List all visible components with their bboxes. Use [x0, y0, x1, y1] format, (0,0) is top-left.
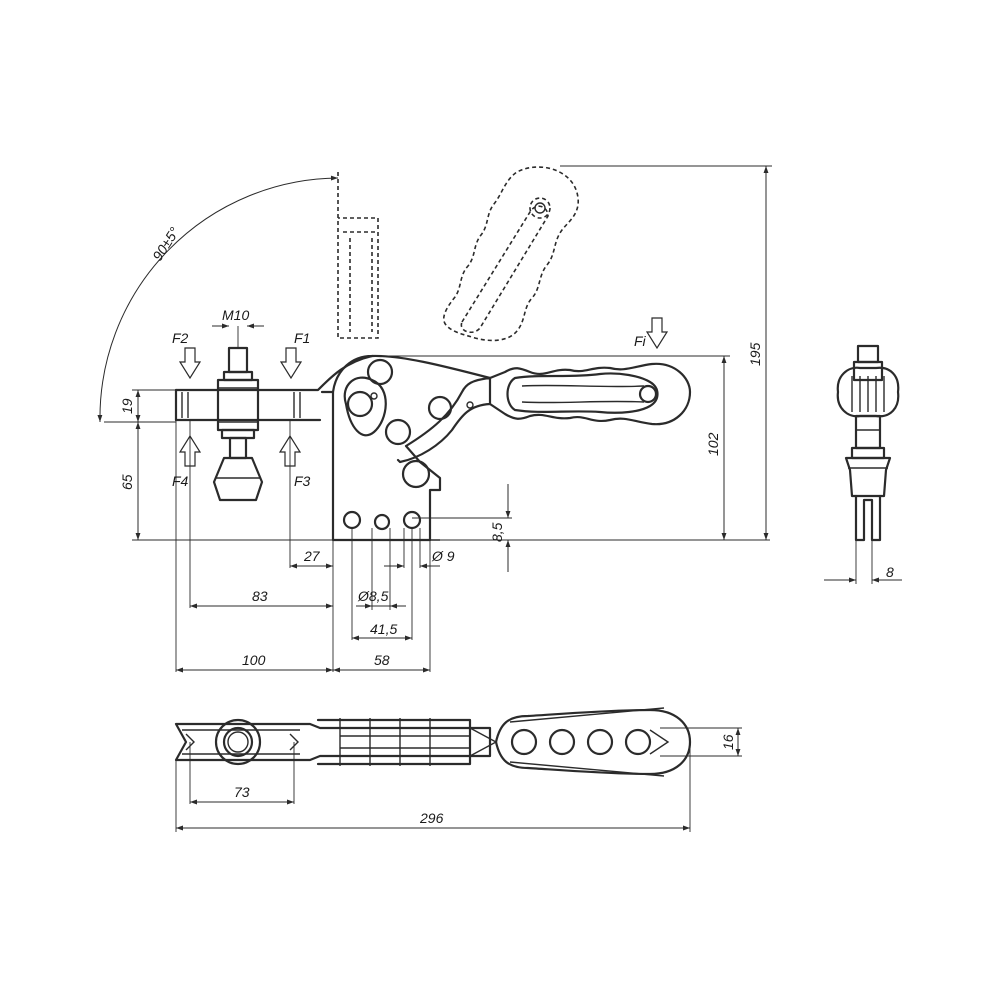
- swing-arc: [97, 175, 339, 423]
- dim-16-label: 16: [720, 734, 736, 750]
- dim-41-5-label: 41,5: [370, 621, 397, 637]
- side-view: [824, 344, 902, 584]
- force-arrow-fi: [645, 317, 669, 350]
- force-f4-label: F4: [172, 473, 189, 489]
- clamp-body: [320, 354, 492, 542]
- force-f2-label: F2: [172, 330, 189, 346]
- top-view: [174, 707, 742, 832]
- dim-8-5-label: 8,5: [489, 522, 505, 542]
- open-handle-phantom: [442, 166, 579, 342]
- force-arrow-f4: [178, 434, 202, 467]
- dim-195-label: 195: [747, 342, 763, 366]
- dim-58-label: 58: [374, 652, 390, 668]
- dim-9-label: Ø 9: [431, 548, 455, 564]
- dim-8-label: 8: [886, 564, 894, 580]
- force-f1-label: F1: [294, 330, 310, 346]
- force-f3-label: F3: [294, 473, 311, 489]
- dim-73-label: 73: [234, 784, 250, 800]
- dim-hole-label: Ø8,5: [357, 588, 389, 604]
- clamp-arm: [174, 346, 374, 502]
- extension-lines: [104, 165, 772, 672]
- angle-label: 90±5°: [149, 224, 183, 264]
- dimension-lines: [135, 166, 769, 673]
- force-arrow-f3: [278, 434, 302, 467]
- dim-100-label: 100: [242, 652, 266, 668]
- labels: 90±5° M10 F2 F1 F4 F3 Fi 19 65 102 195 8…: [119, 224, 894, 826]
- force-arrows: [178, 317, 669, 467]
- dim-102-label: 102: [705, 432, 721, 456]
- open-arm-phantom: [337, 172, 379, 339]
- dim-65-label: 65: [119, 474, 135, 490]
- thread-label: M10: [222, 307, 249, 323]
- dim-19-label: 19: [119, 398, 135, 414]
- force-arrow-f2: [178, 347, 202, 380]
- force-fi-label: Fi: [634, 333, 647, 349]
- dim-296-label: 296: [419, 810, 444, 826]
- dim-27-label: 27: [303, 548, 321, 564]
- clamp-handle: [488, 362, 692, 426]
- dim-83-label: 83: [252, 588, 268, 604]
- force-arrow-f1: [279, 347, 303, 380]
- front-view: [97, 165, 772, 673]
